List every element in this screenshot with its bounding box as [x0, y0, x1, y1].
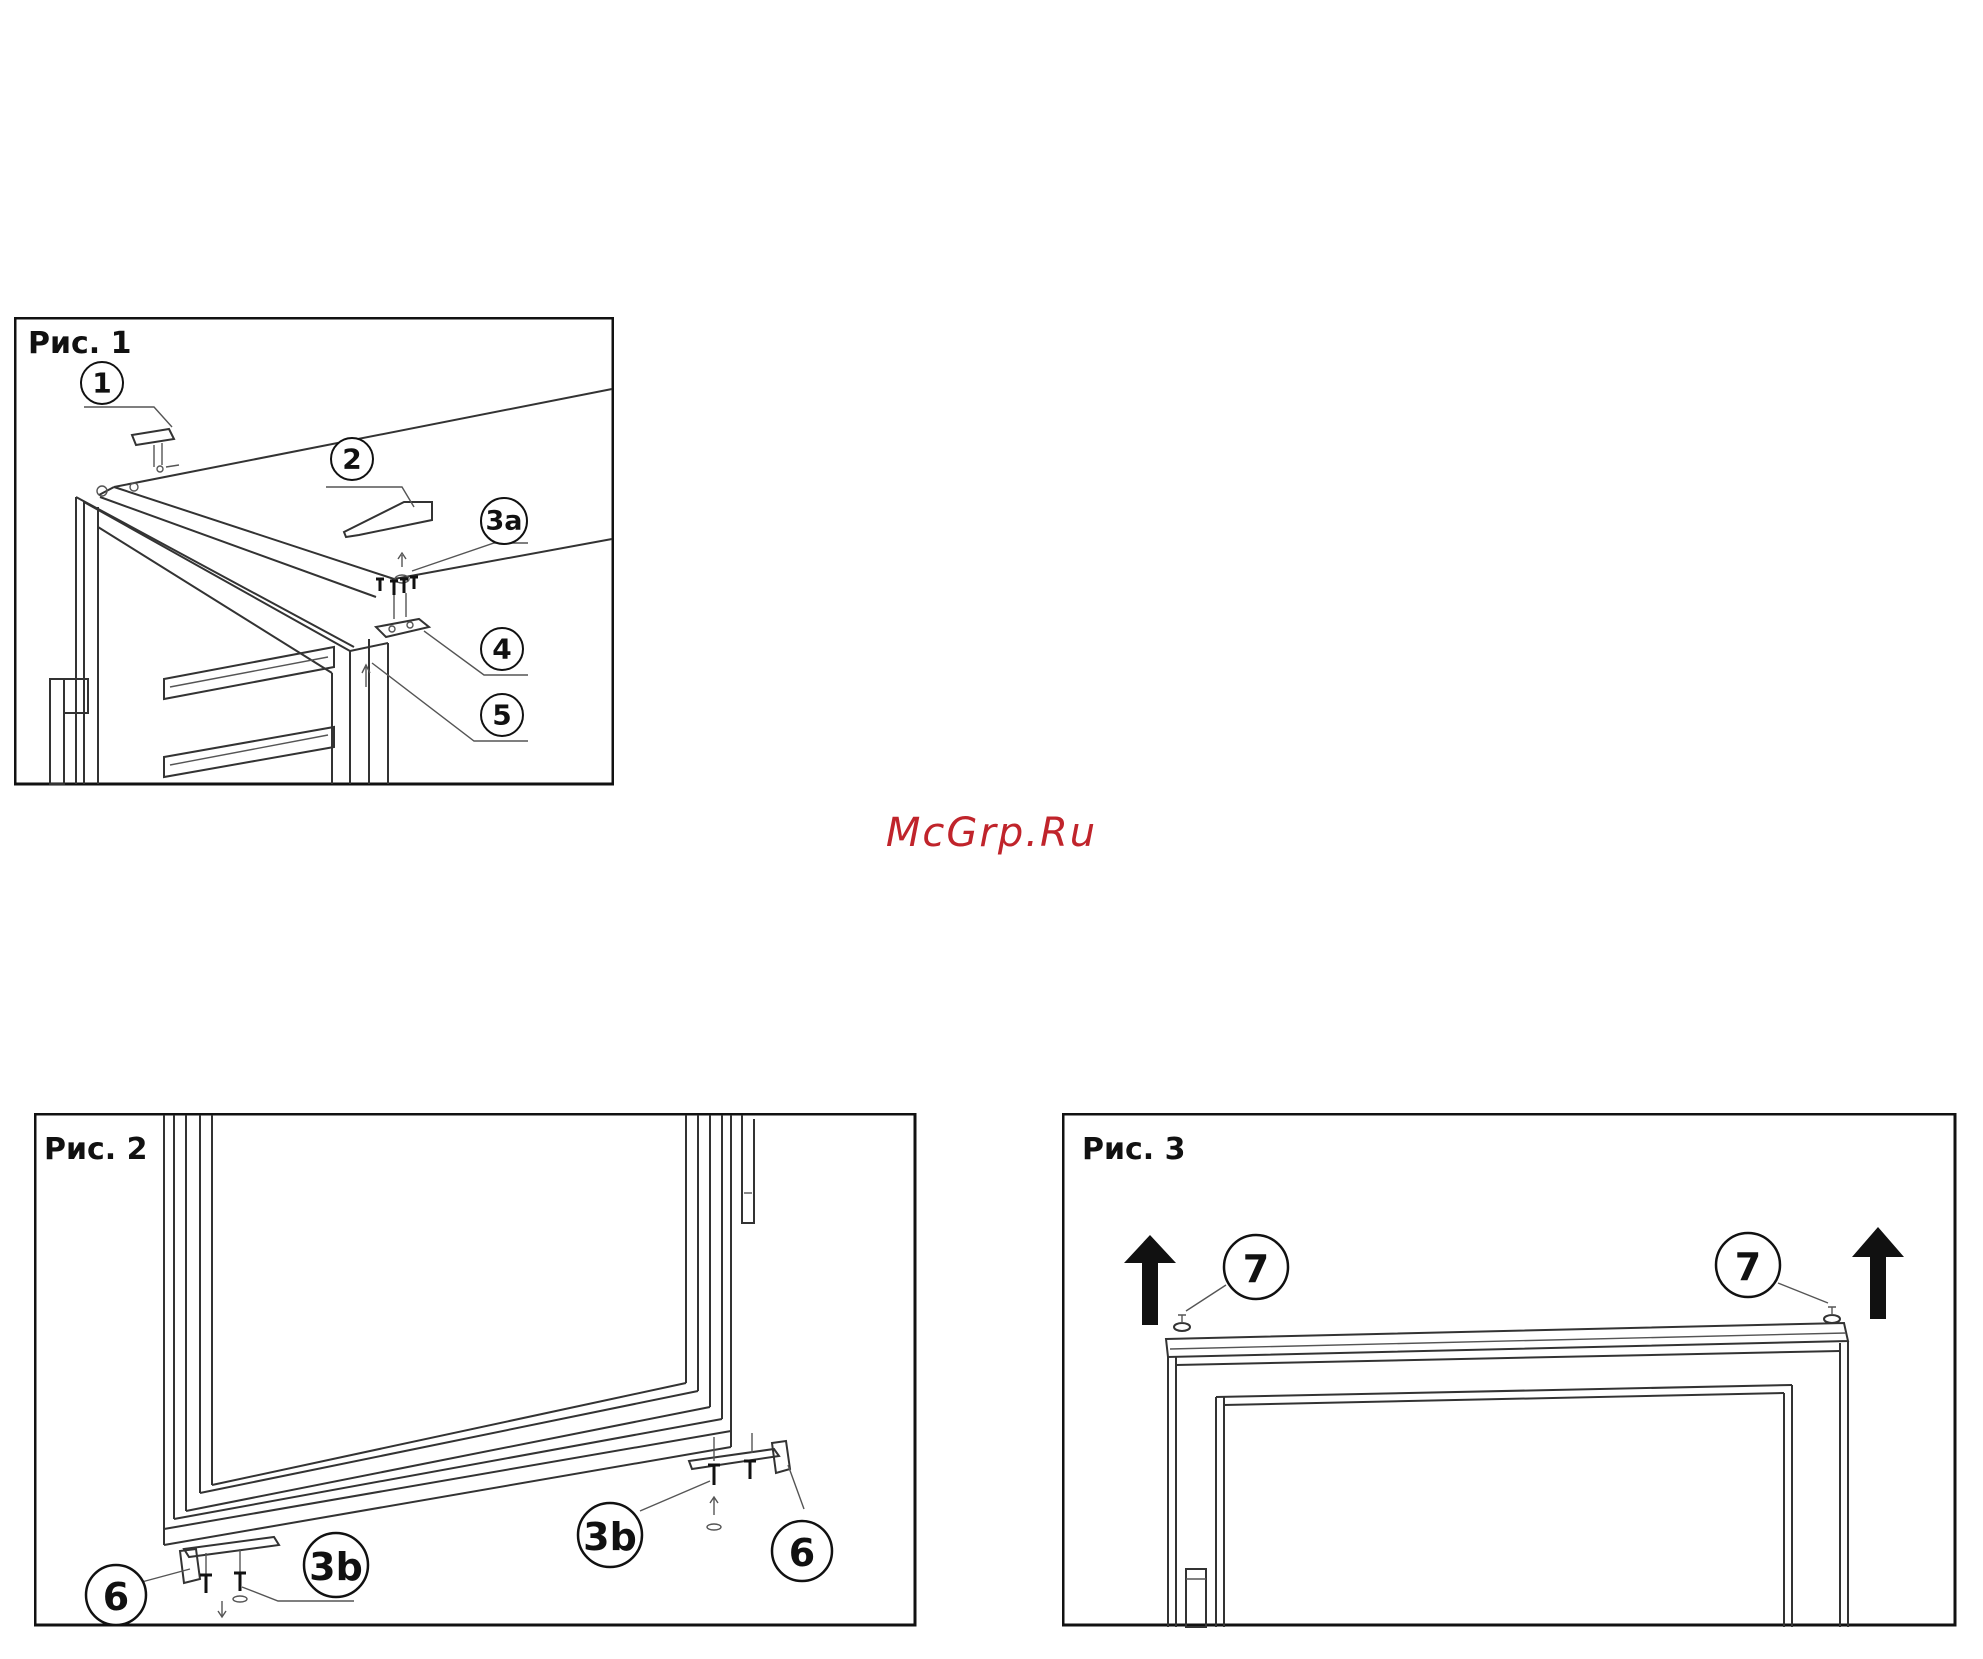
callout-5-label: 5: [492, 699, 511, 732]
callout-6-left-label: 6: [103, 1575, 129, 1619]
figure-3-frame: [1063, 1114, 1955, 1625]
figure-1-drawing: Рис. 1: [14, 317, 614, 787]
callout-7-right-label: 7: [1735, 1245, 1761, 1289]
figure-3-title: Рис. 3: [1082, 1132, 1186, 1167]
figure-2-drawing: Рис. 2: [34, 1113, 918, 1628]
watermark: McGrp.Ru: [0, 810, 1983, 856]
callout-3b-right-label: 3b: [583, 1515, 637, 1559]
figure-3: Рис. 3: [1062, 1113, 1962, 1628]
callout-2-label: 2: [342, 443, 361, 476]
callout-3b-left-label: 3b: [309, 1545, 363, 1589]
figure-1: Рис. 1: [14, 317, 614, 787]
callout-1-label: 1: [92, 367, 111, 400]
figure-3-drawing: Рис. 3: [1062, 1113, 1962, 1628]
figure-2-title: Рис. 2: [44, 1132, 148, 1167]
callout-6-right-label: 6: [789, 1531, 815, 1575]
figure-2: Рис. 2: [34, 1113, 918, 1628]
callout-7-left-label: 7: [1243, 1247, 1269, 1291]
callout-4-label: 4: [492, 633, 511, 666]
figure-1-title: Рис. 1: [28, 326, 132, 361]
callout-3a-label: 3a: [485, 506, 522, 537]
